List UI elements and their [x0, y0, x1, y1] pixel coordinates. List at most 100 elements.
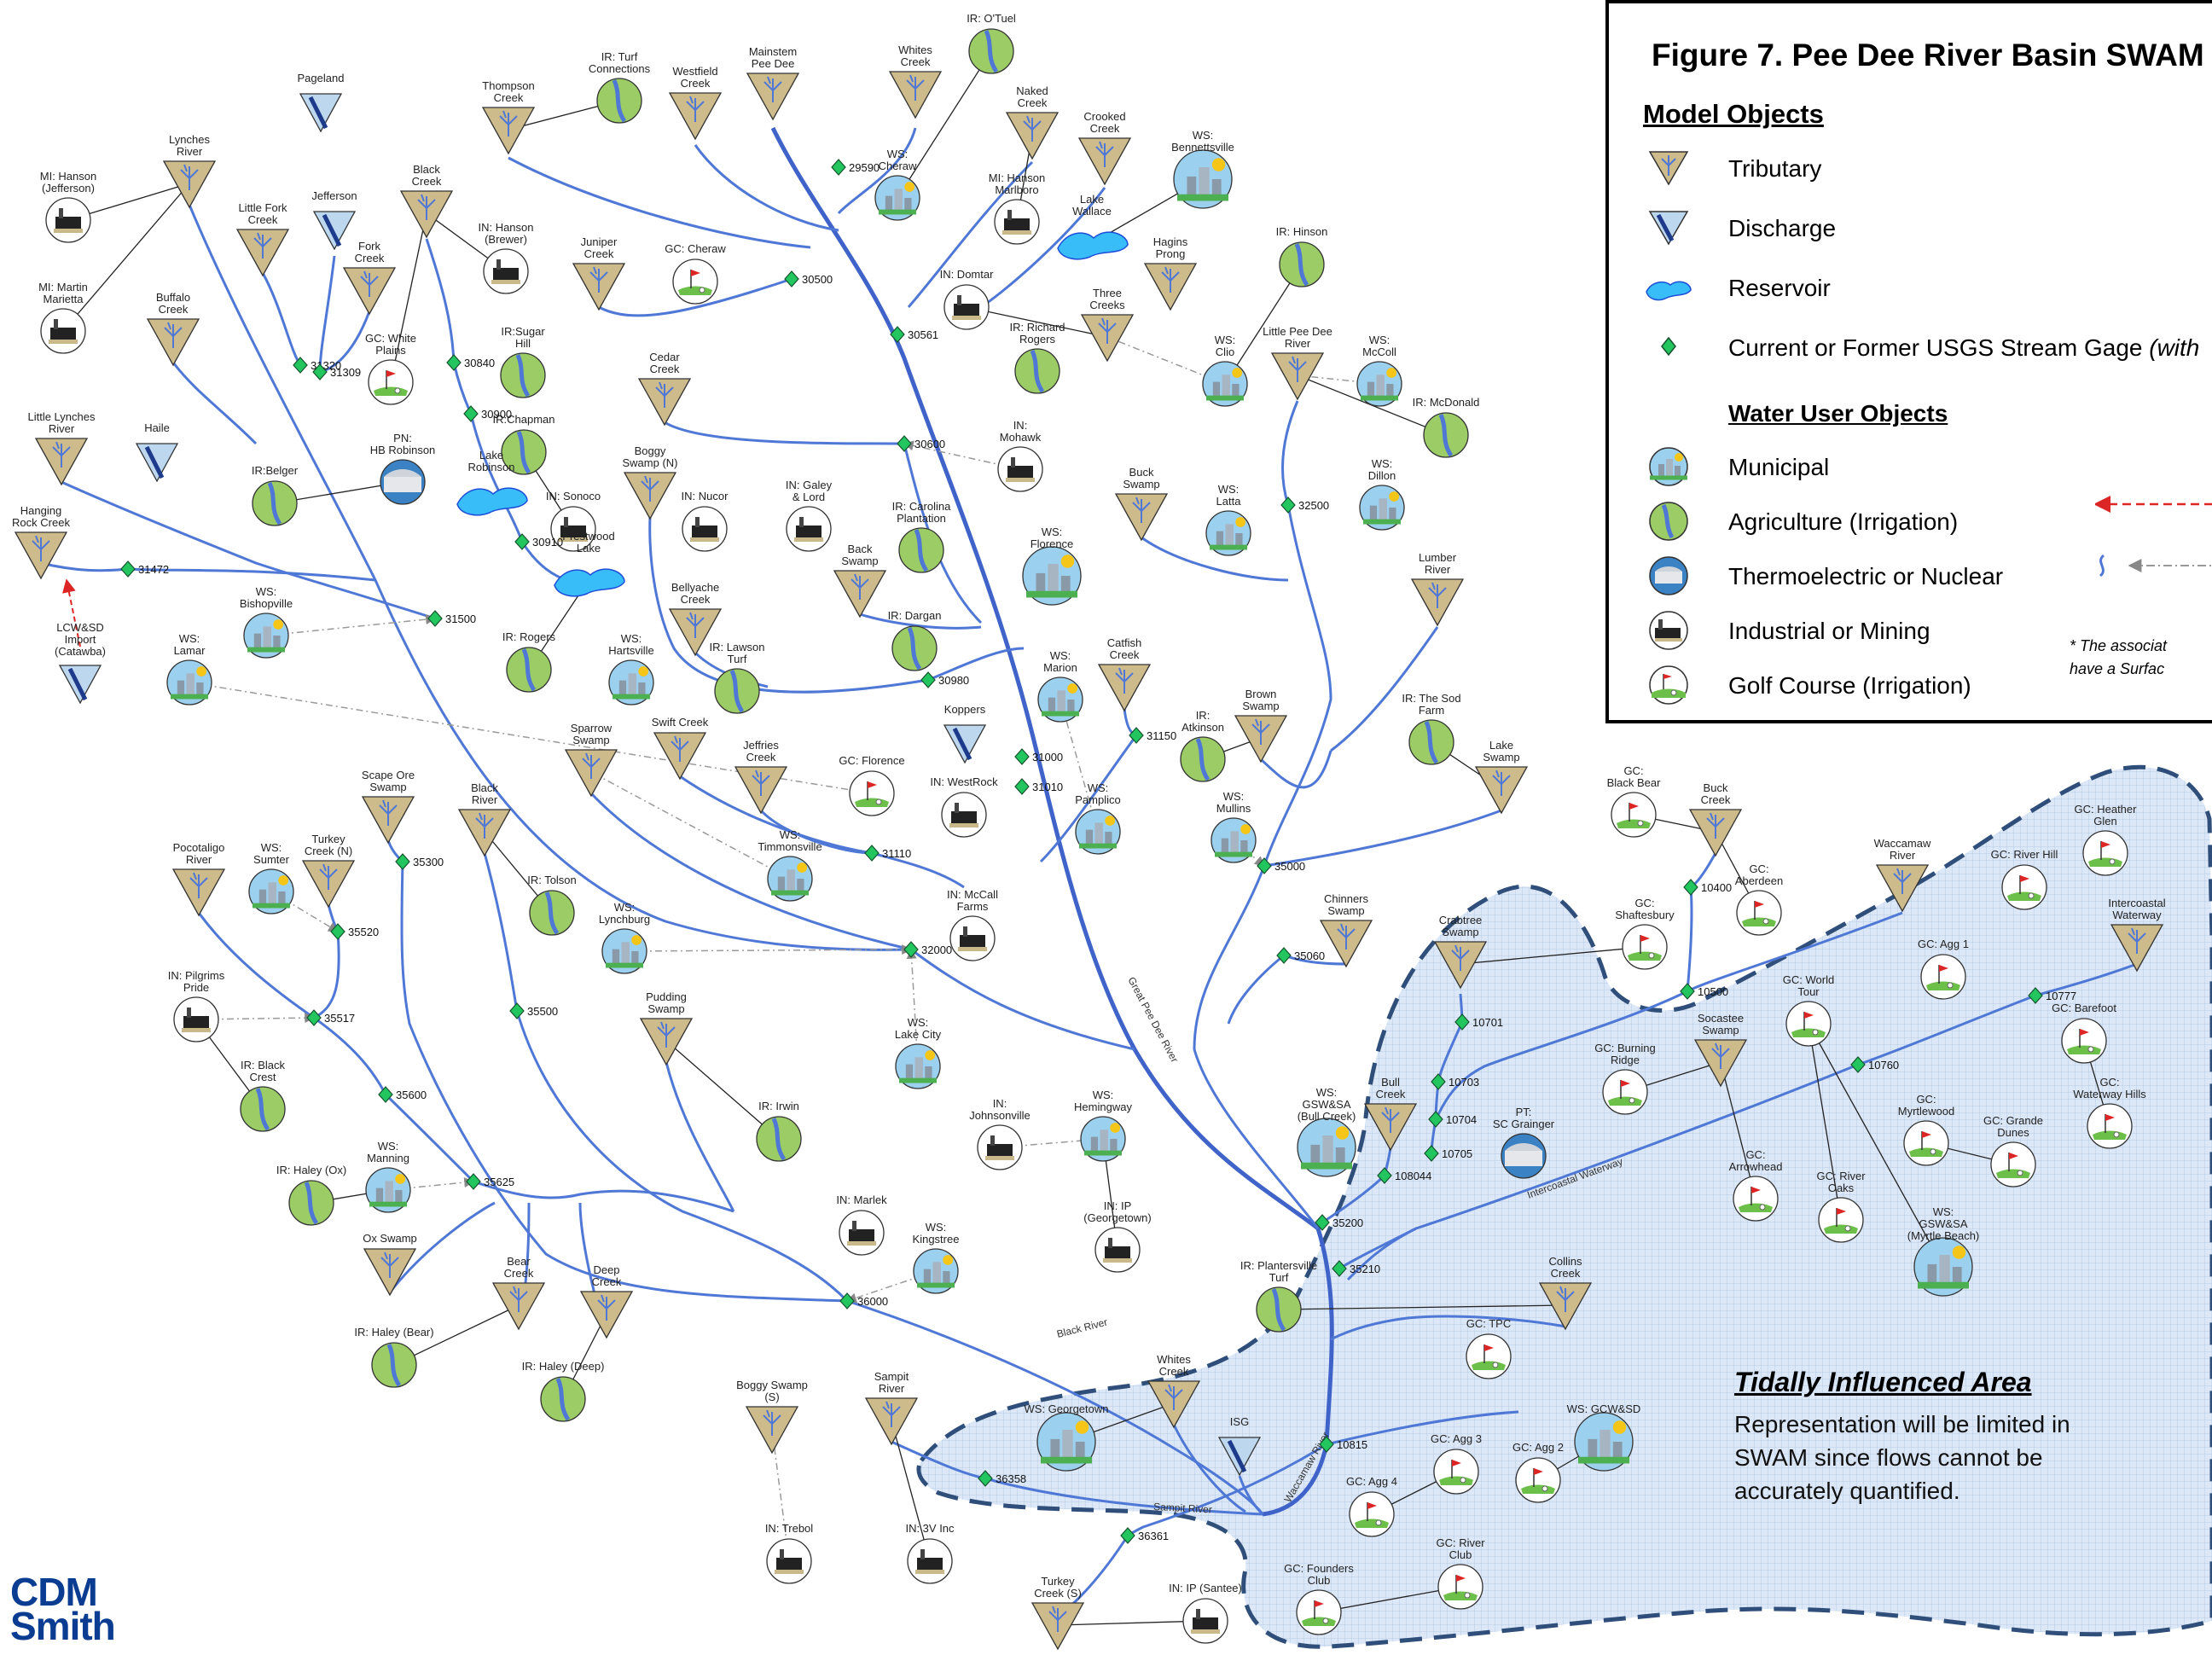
thermoelectric-icon: [1501, 1133, 1547, 1179]
node-label-line: ISG: [1230, 1415, 1249, 1428]
node-label-line: Swamp: [647, 1002, 684, 1015]
gage-30500: 30500: [784, 270, 833, 287]
node-label: PN:HB Robinson: [370, 432, 436, 456]
node-label-line: GC: Founders: [1284, 1562, 1354, 1575]
reservoir-icon: [554, 568, 625, 597]
gage-35500: 35500: [509, 1002, 558, 1019]
node-ws-pamplico: WS:Pamplico: [1075, 781, 1121, 855]
node-gc-black-bear: GC:Black Bear: [1607, 764, 1661, 838]
gage-label: 32500: [1298, 499, 1329, 512]
golf-course-icon: [672, 258, 718, 305]
legend-item-industrial: Industrial or Mining: [1609, 609, 2212, 652]
tributary-icon: [579, 1291, 634, 1339]
node-label-line: Lake: [1489, 739, 1513, 752]
golf-course-icon: [1515, 1457, 1561, 1503]
gage-36000: 36000: [839, 1292, 888, 1309]
node-label-line: Mohawk: [1000, 431, 1042, 444]
node-label: ISG: [1230, 1415, 1249, 1428]
node-label-line: GC:: [1745, 1148, 1765, 1161]
tributary-icon: [734, 766, 788, 815]
gage-label: 29590: [849, 161, 880, 174]
golf-course-icon: [849, 770, 895, 816]
gage-36361: 36361: [1120, 1527, 1169, 1544]
node-label: WS: GCW&SD: [1567, 1402, 1641, 1415]
node-ws-bennett: WS:Bennettsville: [1171, 129, 1234, 209]
node-label-line: Creek: [746, 751, 776, 764]
node-label: WS:Bishopville: [240, 585, 293, 610]
golf-course-icon: [1602, 1069, 1648, 1115]
node-label-line: Bear: [507, 1255, 531, 1268]
industrial-icon: [1182, 1598, 1228, 1644]
node-label-line: Swamp: [1242, 700, 1279, 712]
node-label-line: (Bull Creek): [1298, 1110, 1356, 1123]
gage-label: 36358: [996, 1472, 1026, 1485]
node-ws-georgetown: WS: Georgetown: [1025, 1402, 1109, 1472]
industrial-icon: [40, 308, 86, 354]
node-label-line: Creek: [355, 252, 385, 264]
tributary-icon: [1433, 941, 1488, 990]
tributary-icon: [301, 860, 356, 909]
node-label: WS:Bennettsville: [1171, 129, 1234, 154]
stream-gage-icon: [1431, 1073, 1446, 1090]
node-label-line: Shaftesbury: [1615, 909, 1675, 921]
stream-gage-icon: [1014, 778, 1030, 795]
node-gc-agg3: GC: Agg 3: [1431, 1432, 1482, 1495]
gage-35210: 35210: [1332, 1260, 1380, 1277]
node-label-line: Atkinson: [1181, 721, 1224, 734]
node-label-line: Florence: [1031, 537, 1074, 550]
node-label-line: GC: Heather: [2075, 803, 2138, 816]
node-label-line: McColl: [1362, 346, 1396, 358]
tributary-icon: [1648, 151, 1689, 186]
tributary-icon: [668, 608, 723, 657]
tributary-icon: [399, 190, 454, 239]
municipal-icon: [1649, 447, 1688, 486]
node-label-line: WS:: [1223, 790, 1245, 803]
legend-item-discharge: Discharge: [1609, 206, 2212, 249]
node-label-line: Marlboro: [995, 183, 1038, 196]
golf-course-icon: [1437, 1564, 1483, 1610]
gage-label: 31500: [445, 613, 476, 625]
tributary-icon: [1005, 112, 1060, 160]
stream-gage-icon: [1850, 1056, 1866, 1073]
withdrawal-connector: [1720, 1061, 1758, 1200]
node-label-line: WS: Georgetown: [1025, 1402, 1109, 1415]
node-label: WS:Hartsville: [608, 632, 653, 657]
node-label-line: Farms: [957, 900, 989, 913]
node-label-line: Hill: [515, 337, 531, 350]
node-label: IR: Hinson: [1276, 225, 1328, 238]
legend-item-agriculture: Agriculture (Irrigation): [1609, 500, 2212, 543]
node-label-line: Prong: [1156, 247, 1186, 260]
tributary-icon: [481, 107, 536, 155]
node-ws-latta: WS:Latta: [1205, 483, 1251, 556]
legend-item-golf-course: Golf Course (Irrigation): [1609, 664, 2212, 706]
municipal-icon: [767, 856, 813, 902]
node-label: WS:McColl: [1362, 334, 1396, 358]
withdrawal-connector: [387, 212, 427, 384]
node-label-line: Bennettsville: [1171, 141, 1234, 154]
stream-gage-icon: [330, 923, 345, 940]
municipal-icon: [1036, 1412, 1096, 1472]
node-in-mohawk: IN:Mohawk: [997, 419, 1043, 492]
node-label: IN: Marlek: [836, 1193, 887, 1206]
node-label-line: GC: Agg 4: [1346, 1475, 1397, 1488]
node-label-line: Swamp (N): [622, 456, 677, 469]
tributary-icon: [1031, 1602, 1085, 1651]
